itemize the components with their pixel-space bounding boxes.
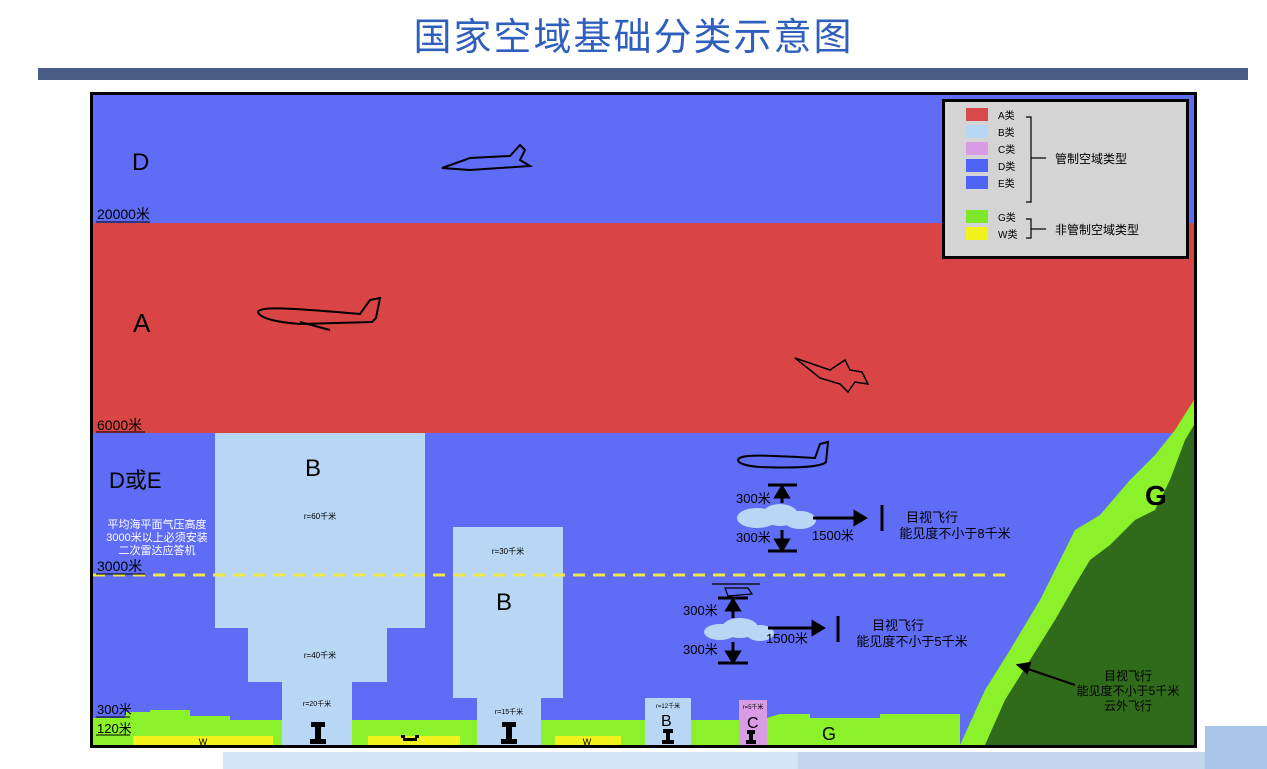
corner-block — [1205, 726, 1267, 769]
tower-icon — [310, 722, 326, 744]
altitude-label-300: 300米 — [97, 702, 132, 717]
radius-label: r=20千米 — [303, 699, 331, 708]
helicopter-icon — [712, 583, 760, 597]
footer-bar — [223, 752, 798, 769]
vfr-upper-line-1: 目视飞行 — [906, 510, 958, 525]
mountain-note-line-2: 能见度不小于5千米 — [1077, 683, 1180, 698]
airliner-small-icon — [736, 440, 830, 469]
legend-controlled-label: 管制空域类型 — [1055, 151, 1127, 166]
legend-swatch — [966, 108, 988, 121]
transponder-note-line-3: 二次雷达应答机 — [119, 543, 196, 557]
mountain-pointer-arrow — [1015, 661, 1076, 686]
altitude-label-6000: 6000米 — [97, 417, 142, 433]
legend-item-label: E类 — [998, 177, 1015, 190]
transponder-note-line-1: 平均海平面气压高度 — [108, 517, 207, 531]
legend-item-label: D类 — [998, 160, 1015, 173]
drone-icon — [401, 735, 419, 741]
legend-uncontrolled-label: 非管制空域类型 — [1055, 222, 1139, 237]
vfr-lower-line-2: 能见度不小于5千米 — [856, 634, 967, 649]
zone-label-a: A — [133, 308, 151, 338]
w-zone-label: W — [583, 737, 592, 747]
legend-item-label: A类 — [998, 109, 1015, 122]
legend-swatch — [966, 176, 988, 189]
zone-b-mid — [453, 527, 563, 745]
mountain-note-line-3: 云外飞行 — [1104, 699, 1152, 713]
legend-swatch — [966, 142, 988, 155]
tower-icon — [501, 722, 517, 744]
w-zone-1 — [133, 736, 273, 745]
page-title: 国家空域基础分类示意图 — [413, 15, 854, 59]
vfr-upper-below: 300米 — [736, 530, 771, 545]
vfr-upper-horizontal: 1500米 — [812, 528, 854, 543]
legend-swatch — [966, 227, 988, 240]
legend-swatch — [966, 125, 988, 138]
zone-label-upper-d: D — [132, 149, 149, 176]
radius-label: r=5千米 — [743, 703, 764, 711]
w-zone-3 — [555, 736, 621, 745]
radius-label: r=15千米 — [495, 707, 523, 716]
zone-label-b-mid: B — [496, 589, 512, 616]
legend-item-label: G类 — [998, 211, 1016, 224]
zone-label-g-mountain: G — [1145, 480, 1167, 511]
radius-label: r=40千米 — [304, 650, 336, 660]
transponder-note-line-2: 3000米以上必须安装 — [106, 530, 207, 544]
w-zone-label: W — [199, 737, 208, 747]
legend-swatch — [966, 159, 988, 172]
cloud-icon — [737, 504, 816, 529]
zone-label-b-small: B — [661, 713, 672, 730]
tower-icon — [746, 730, 756, 744]
zone-b-large — [215, 433, 425, 745]
radius-label: r=30千米 — [492, 546, 524, 556]
title-divider — [38, 68, 1248, 80]
fighter-jet-icon — [794, 357, 870, 394]
vfr-lower-horizontal: 1500米 — [766, 631, 808, 646]
zone-label-lower-de: D或E — [109, 468, 162, 493]
vfr-lower-arrows — [718, 596, 840, 665]
vfr-lower-below: 300米 — [683, 642, 718, 657]
zone-label-c-small: C — [747, 715, 759, 732]
vfr-lower-above: 300米 — [683, 603, 718, 618]
vfr-lower-line-1: 目视飞行 — [872, 618, 924, 633]
cloud-icon — [704, 618, 774, 641]
legend-item-label: W类 — [998, 228, 1017, 241]
radius-label: r=60千米 — [304, 511, 336, 521]
legend: A类 B类 C类 D类 E类 G类 W类 管制空域类型 非管制空域类型 — [942, 99, 1189, 259]
legend-swatch — [966, 210, 988, 223]
altitude-label-120: 120米 — [97, 721, 132, 736]
vfr-upper-line-2: 能见度不小于8千米 — [899, 526, 1010, 541]
mountain-note-line-1: 目视飞行 — [1104, 668, 1152, 683]
legend-item-label: C类 — [998, 143, 1015, 156]
vfr-upper-above: 300米 — [736, 491, 771, 506]
radius-label: r=12千米 — [656, 702, 680, 710]
altitude-label-20000: 20000米 — [97, 206, 150, 222]
space-shuttle-icon — [441, 143, 534, 172]
zone-label-b-large: B — [305, 455, 321, 482]
legend-item-label: B类 — [998, 126, 1015, 139]
vfr-upper-arrows — [768, 483, 884, 553]
footer-bar-accent — [798, 752, 1267, 769]
tower-icon — [662, 729, 674, 744]
altitude-label-3000: 3000米 — [97, 558, 142, 574]
mountain-g — [985, 425, 1194, 745]
zone-label-g-ground: G — [822, 724, 836, 744]
airliner-icon — [256, 296, 382, 331]
